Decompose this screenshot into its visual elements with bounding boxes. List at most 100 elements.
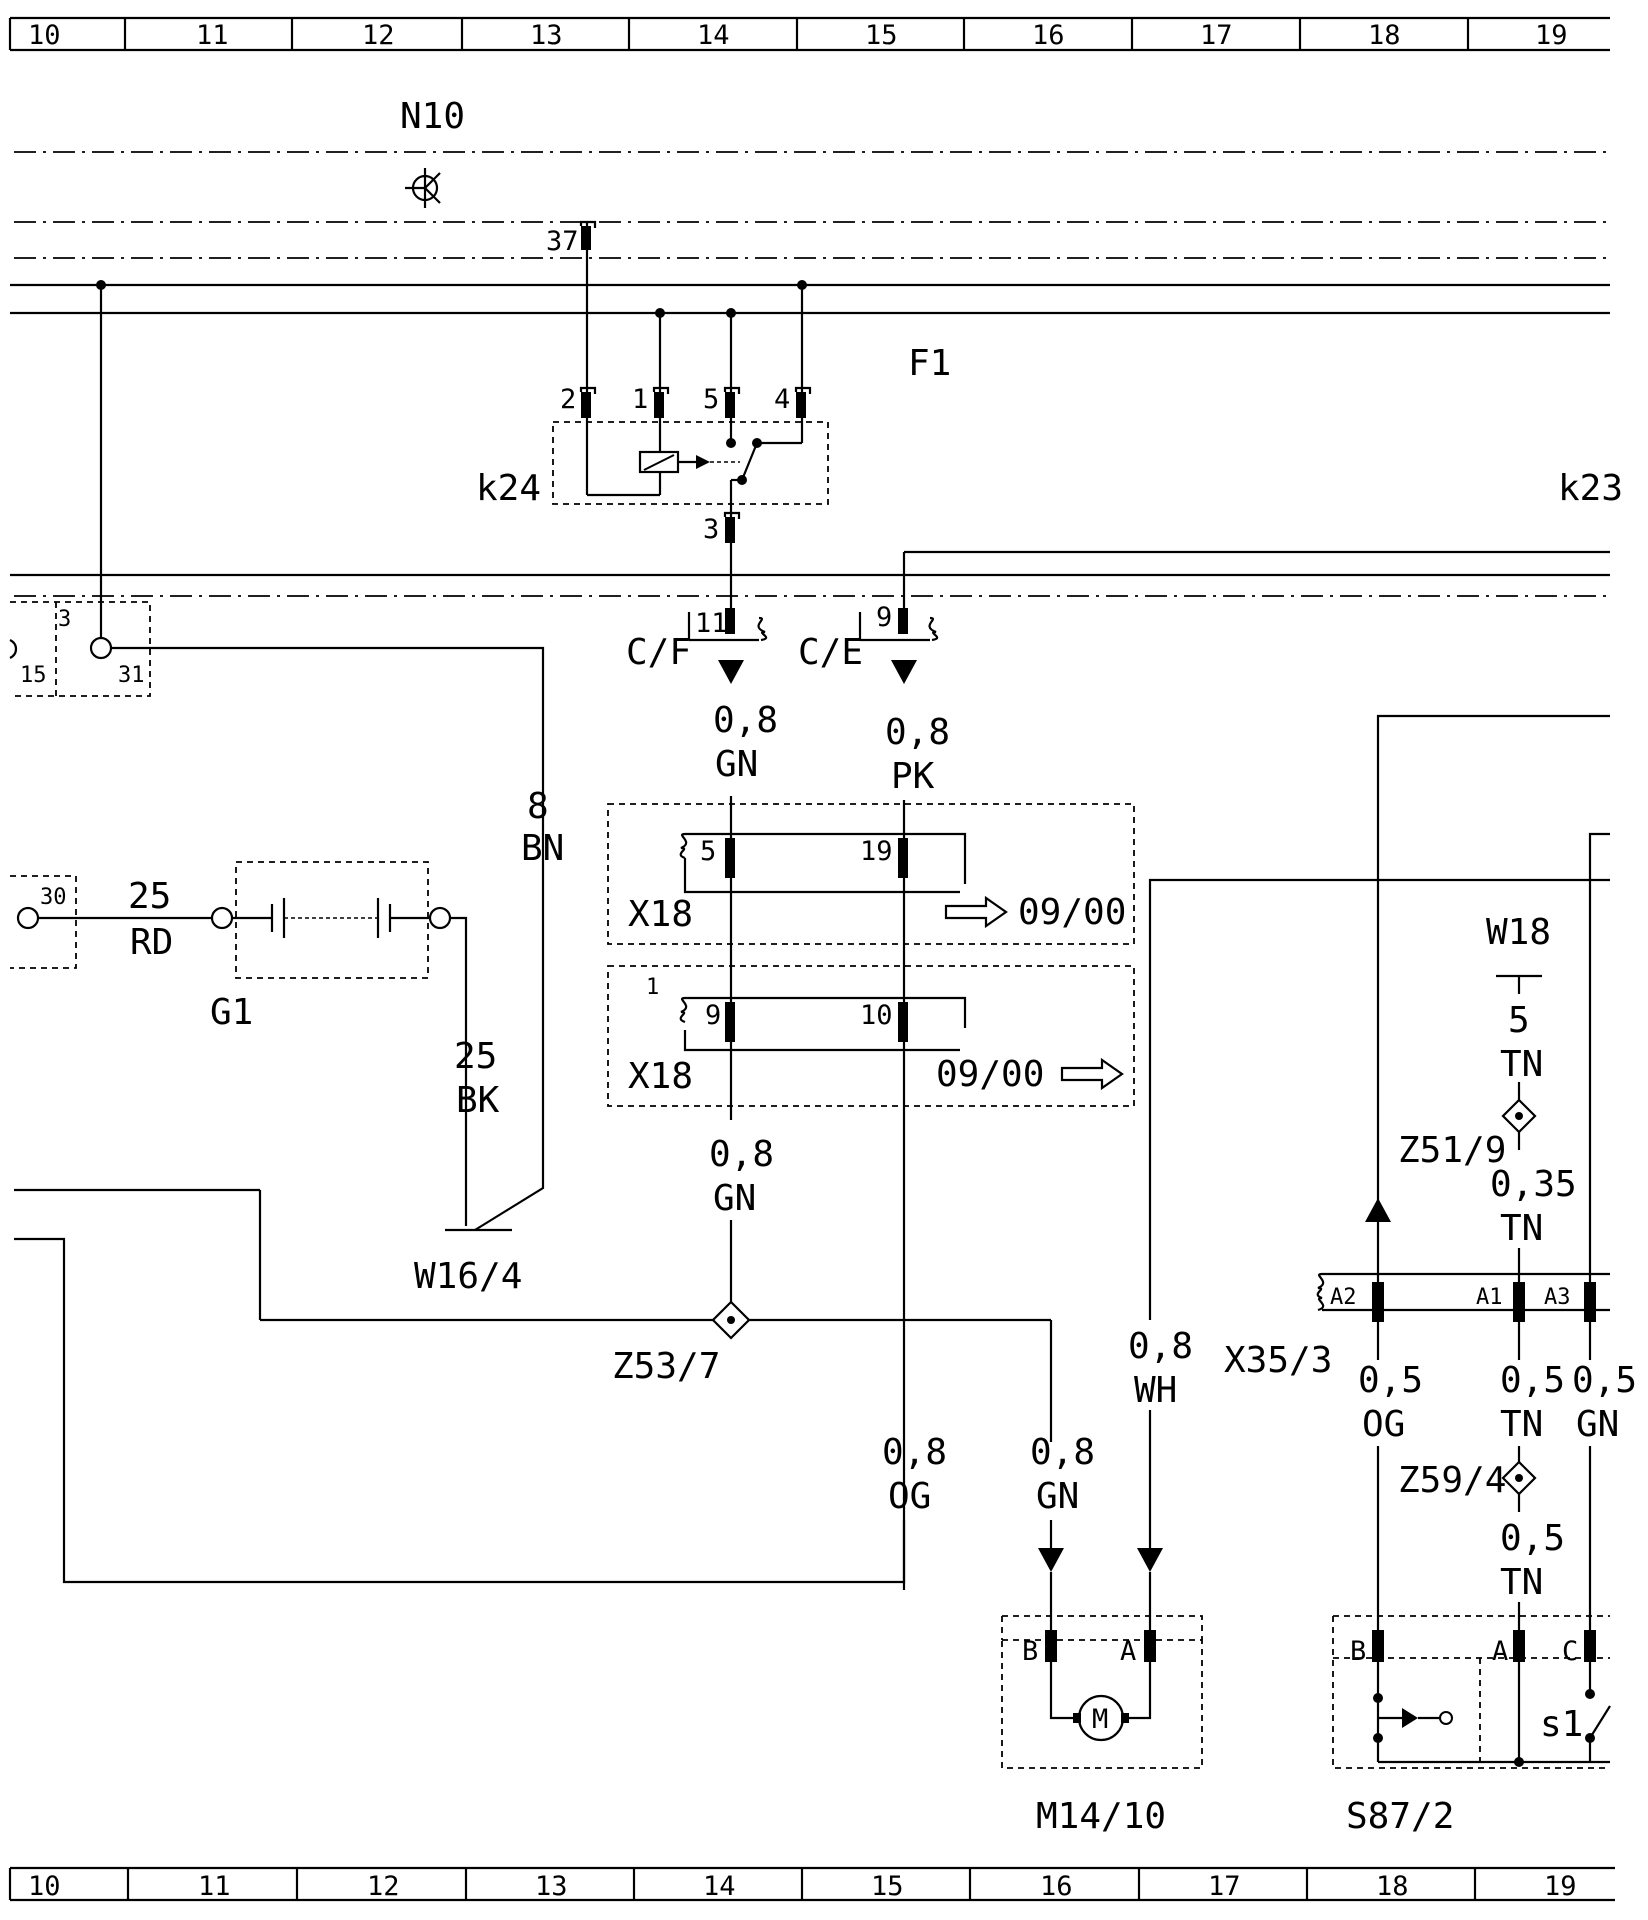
pressure-switch-icon <box>1378 1708 1453 1728</box>
arrow-right-icon <box>944 895 1008 929</box>
col-top-17: 17 <box>1200 20 1233 51</box>
relay-k24: 37 2 1 5 4 k24 <box>476 220 829 545</box>
wire-bn1-size: 8 <box>527 786 549 827</box>
wire-rd1-size: 25 <box>128 876 171 917</box>
wire-bn1-color: BN <box>521 828 564 869</box>
col-top-19: 19 <box>1535 20 1568 51</box>
col-top-18: 18 <box>1368 20 1401 51</box>
wire-og2-color: OG <box>1362 1404 1405 1445</box>
grid-ruler-top: 10 11 12 13 14 15 16 17 18 19 <box>8 16 1610 52</box>
ign-pin-30: 30 <box>40 885 67 910</box>
wire-tnz51-color: TN <box>1500 1208 1543 1249</box>
col-bottom-10: 10 <box>28 1871 61 1902</box>
f1-bus: F1 <box>10 280 1610 577</box>
grid-ruler-bottom: 10 11 12 13 14 15 16 17 18 19 <box>8 1866 1615 1902</box>
col-top-12: 12 <box>362 20 395 51</box>
x35-pin-a1: A1 <box>1476 1285 1503 1310</box>
arrow-right-icon <box>1060 1057 1124 1091</box>
switch-s87-2: B A C s1 S87/2 <box>1332 1615 1611 1837</box>
col-bottom-11: 11 <box>198 1871 231 1902</box>
pin-4: 4 <box>774 384 790 415</box>
n10-module: N10 <box>400 96 465 208</box>
wire-bk1-size: 25 <box>454 1036 497 1077</box>
wire-og1-size: 0,8 <box>882 1432 947 1473</box>
w18-label: W18 <box>1486 912 1551 953</box>
wire-tna1-size: 0,5 <box>1500 1360 1565 1401</box>
ref-b-label: 09/00 <box>936 1054 1044 1095</box>
k24-label: k24 <box>476 468 541 509</box>
wire-tnz51-size: 0,35 <box>1490 1164 1577 1205</box>
ground-w16-4: W16/4 <box>414 1228 522 1297</box>
col-top-16: 16 <box>1032 20 1065 51</box>
pin-3: 3 <box>703 514 719 545</box>
ce-label: C/E <box>798 632 863 673</box>
col-top-14: 14 <box>697 20 730 51</box>
wire-tnw18-color: TN <box>1500 1044 1543 1085</box>
splice-z53-7: Z53/7 <box>14 1188 1053 1442</box>
x18b-pin-10: 10 <box>860 1000 893 1031</box>
wire-tnz59-color: TN <box>1500 1562 1543 1603</box>
wire-og2-size: 0,5 <box>1358 1360 1423 1401</box>
wire-pk1-color: PK <box>891 756 935 797</box>
ground-symbol-icon <box>405 168 441 208</box>
wire-gn1-size: 0,8 <box>713 700 778 741</box>
pin-2: 2 <box>560 384 576 415</box>
right-section: W18 5 TN Z51/9 0,35 TN A2 A1 A3 X35/3 0,… <box>1224 714 1637 1632</box>
x18a-label: X18 <box>628 894 693 935</box>
wire-wh1-size: 0,8 <box>1128 1326 1193 1367</box>
wire-pk1-size: 0,8 <box>885 712 950 753</box>
motor-pin-b: B <box>1022 1636 1038 1667</box>
m14-10-label: M14/10 <box>1036 1796 1166 1837</box>
ign-pin-15: 15 <box>20 663 47 688</box>
col-top-15: 15 <box>865 20 898 51</box>
connector-cf-ce: 11 C/F 9 C/E <box>626 543 1610 684</box>
s87-2-label: S87/2 <box>1346 1796 1454 1837</box>
wire-gna3-size: 0,5 <box>1572 1360 1637 1401</box>
k23-label: k23 <box>1558 468 1623 509</box>
n10-label: N10 <box>400 96 465 137</box>
motor-m14-10: 0,8 GN 0,8 WH B A M M14/10 <box>1001 878 1610 1837</box>
wire-og1-color: OG <box>888 1476 931 1517</box>
x18a-pin-5: 5 <box>700 836 716 867</box>
col-bottom-19: 19 <box>1544 1871 1577 1902</box>
wire-gn1-color: GN <box>715 744 758 785</box>
col-bottom-13: 13 <box>535 1871 568 1902</box>
pin-5: 5 <box>703 384 719 415</box>
switch-pin-b: B <box>1350 1636 1366 1667</box>
x35-pin-a3: A3 <box>1544 1285 1571 1310</box>
switch-pin-c: C <box>1562 1636 1578 1667</box>
ign-pin-3: 3 <box>58 607 71 632</box>
wire-gn2-color: GN <box>713 1178 756 1219</box>
z53-7-label: Z53/7 <box>612 1346 720 1387</box>
col-bottom-18: 18 <box>1376 1871 1409 1902</box>
wire-bk1-color: BK <box>456 1080 500 1121</box>
pin-37: 37 <box>546 226 579 257</box>
x18b-label: X18 <box>628 1056 693 1097</box>
motor-pin-a: A <box>1120 1636 1136 1667</box>
pin-9-ce: 9 <box>876 602 892 633</box>
wire-tnz59-size: 0,5 <box>1500 1518 1565 1559</box>
col-bottom-12: 12 <box>367 1871 400 1902</box>
cf-label: C/F <box>626 632 691 673</box>
s1-label: s1 <box>1540 1704 1583 1745</box>
col-top-11: 11 <box>196 20 229 51</box>
x35-pin-a2: A2 <box>1330 1285 1357 1310</box>
col-top-10: 10 <box>28 20 61 51</box>
col-top-13: 13 <box>530 20 563 51</box>
x35-3-label: X35/3 <box>1224 1340 1332 1381</box>
motor-symbol: M <box>1092 1704 1108 1735</box>
col-bottom-16: 16 <box>1040 1871 1073 1902</box>
wire-tnw18-size: 5 <box>1508 1000 1530 1041</box>
z51-9-label: Z51/9 <box>1398 1130 1506 1171</box>
wire-wh1-color: WH <box>1134 1370 1177 1411</box>
wire-gn2-size: 0,8 <box>709 1134 774 1175</box>
wire-gn3-color: GN <box>1036 1476 1079 1517</box>
ignition-switch: 3 15 31 8 BN 30 <box>9 285 564 1231</box>
switch-pin-a: A <box>1492 1636 1508 1667</box>
x18b-pin-9: 9 <box>705 1000 721 1031</box>
pin-11: 11 <box>695 608 728 639</box>
x18-lower: 1 9 10 X18 09/00 <box>607 965 1135 1107</box>
z59-4-label: Z59/4 <box>1398 1460 1506 1501</box>
wire-tna1-color: TN <box>1500 1404 1543 1445</box>
